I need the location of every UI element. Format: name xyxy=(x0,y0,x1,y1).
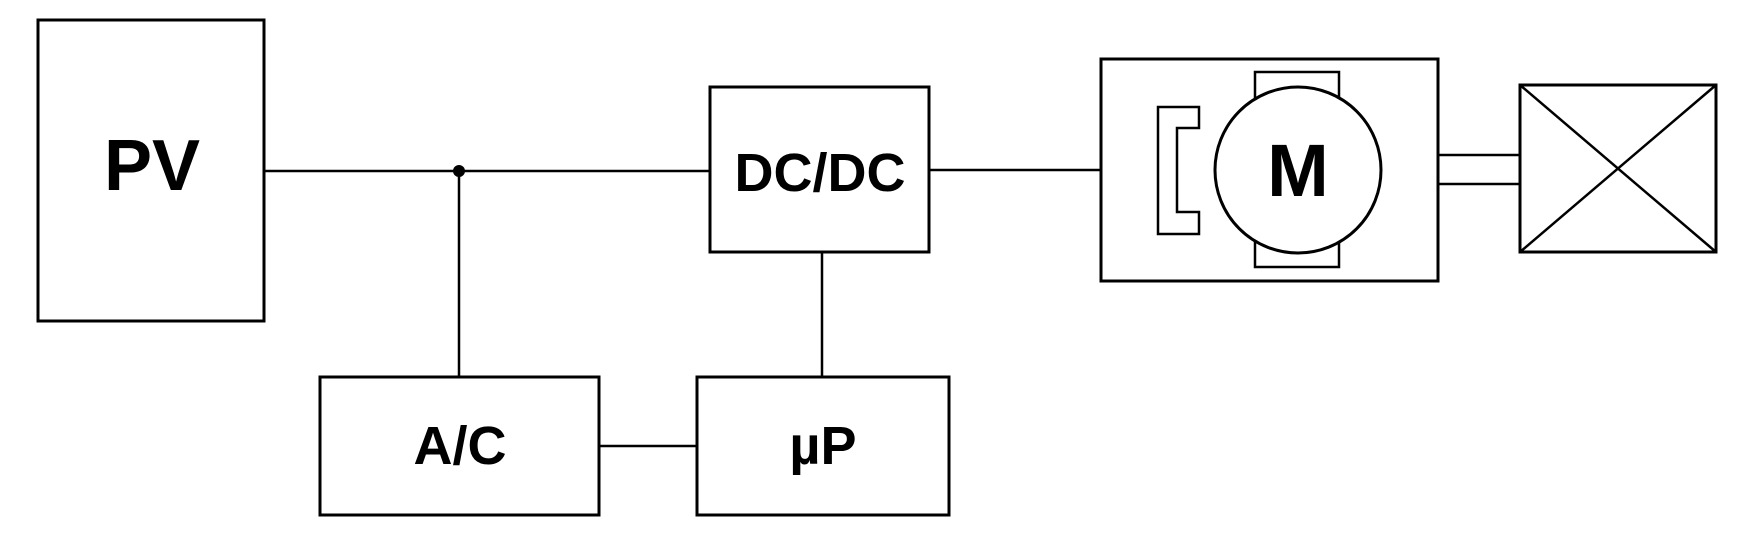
motor-label: M xyxy=(1267,129,1329,212)
ac-block: A/C xyxy=(318,375,601,517)
load-block xyxy=(1518,83,1718,254)
dcdc-label: DC/DC xyxy=(735,143,906,203)
ac-label: A/C xyxy=(414,416,507,476)
up-label: µP xyxy=(789,416,856,476)
pv-block: PV xyxy=(36,18,266,323)
motor-block: M xyxy=(1099,57,1440,283)
motor-icon xyxy=(1213,85,1383,255)
load-cross-line xyxy=(1519,84,1717,253)
dcdc-block: DC/DC xyxy=(708,85,931,254)
brush-bracket-icon xyxy=(1156,105,1201,236)
microprocessor-block: µP xyxy=(695,375,951,517)
pv-label: PV xyxy=(104,126,200,206)
